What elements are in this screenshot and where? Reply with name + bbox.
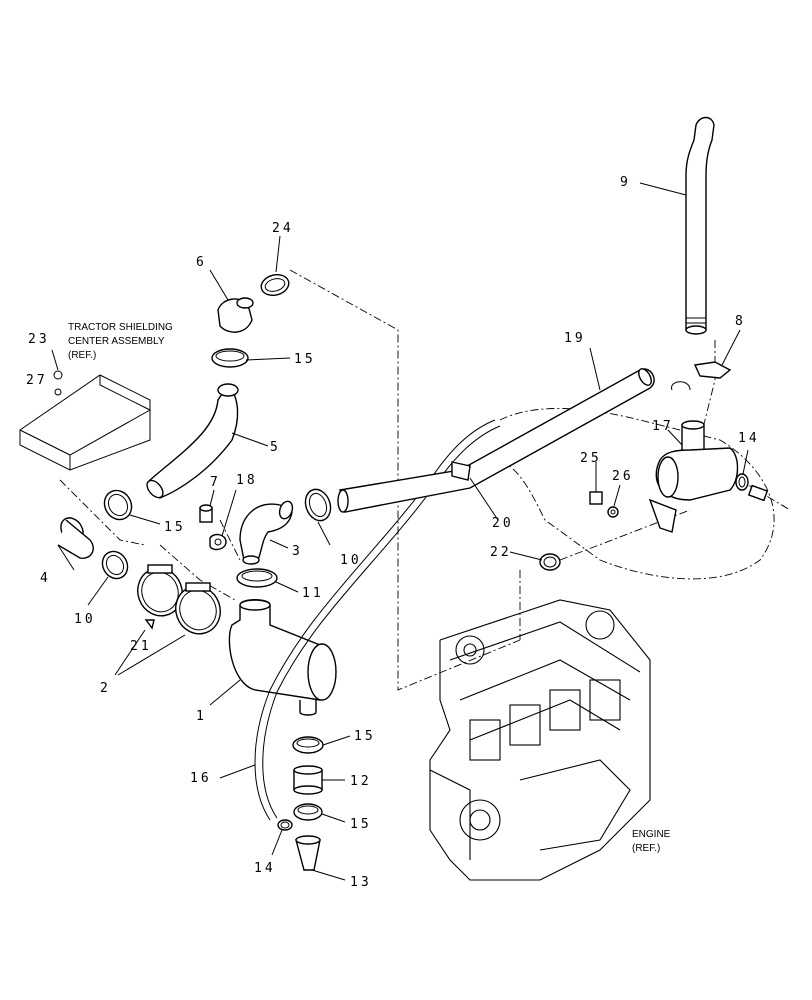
callout-17: 17 bbox=[652, 419, 674, 434]
callout-21: 21 bbox=[130, 639, 152, 654]
callout-26: 26 bbox=[612, 469, 634, 484]
callout-25: 25 bbox=[580, 451, 602, 466]
muffler-part-1 bbox=[228, 599, 337, 716]
sleeve-part-4 bbox=[57, 517, 94, 559]
pipe-part-5 bbox=[146, 383, 239, 499]
clamp-10-right bbox=[304, 488, 332, 522]
engine-line-1: ENGINE bbox=[632, 829, 671, 840]
bracket-part-20 bbox=[451, 461, 471, 481]
clamp-24 bbox=[260, 273, 290, 297]
washer-part-26 bbox=[607, 506, 619, 518]
engine-block bbox=[429, 599, 651, 881]
callout-12: 12 bbox=[350, 774, 372, 789]
callout-24: 24 bbox=[272, 221, 294, 236]
clamp-15-lower-b bbox=[293, 803, 323, 821]
callout-15-lower-b: 15 bbox=[350, 817, 372, 832]
callout-10-right: 10 bbox=[340, 553, 362, 568]
callout-2: 2 bbox=[100, 681, 111, 696]
tractor-shielding-line-2: CENTER ASSEMBLY bbox=[68, 336, 165, 347]
callout-18: 18 bbox=[236, 473, 258, 488]
elbow-part-6 bbox=[217, 297, 254, 333]
bolt-part-25 bbox=[589, 491, 603, 505]
clamp-15-lower-a bbox=[292, 736, 324, 754]
muffler-part-17 bbox=[648, 420, 739, 533]
callout-1: 1 bbox=[196, 709, 207, 724]
callout-11: 11 bbox=[302, 586, 324, 601]
callout-3: 3 bbox=[292, 544, 303, 559]
tractor-shielding-line-3: (REF.) bbox=[68, 350, 96, 361]
callout-14-lower: 14 bbox=[254, 861, 276, 876]
fitting-part-18 bbox=[209, 533, 227, 551]
leader-lines bbox=[51, 182, 749, 881]
band-clamps-part-2 bbox=[137, 564, 221, 635]
tractor-shielding-panel bbox=[19, 370, 151, 471]
callout-27: 27 bbox=[26, 373, 48, 388]
fitting-right bbox=[747, 484, 769, 502]
callout-16: 16 bbox=[190, 771, 212, 786]
engine-line-2: (REF.) bbox=[632, 843, 660, 854]
callout-5: 5 bbox=[270, 440, 281, 455]
callout-7: 7 bbox=[210, 475, 221, 490]
stack-pipe-part-9 bbox=[685, 116, 715, 335]
callout-10-left: 10 bbox=[74, 612, 96, 627]
clamp-11 bbox=[236, 568, 278, 588]
clamp-14-lower bbox=[277, 819, 293, 831]
clamp-15-upper bbox=[211, 348, 249, 368]
callout-15-left: 15 bbox=[164, 520, 186, 535]
tractor-shielding-note: TRACTOR SHIELDING CENTER ASSEMBLY (REF.) bbox=[68, 322, 173, 361]
bracket-part-8 bbox=[671, 361, 732, 391]
callout-15-lower-a: 15 bbox=[354, 729, 376, 744]
callout-19: 19 bbox=[564, 331, 586, 346]
callout-4: 4 bbox=[40, 571, 51, 586]
callout-22: 22 bbox=[490, 545, 512, 560]
tractor-shielding-line-1: TRACTOR SHIELDING bbox=[68, 322, 173, 333]
callout-6: 6 bbox=[196, 255, 207, 270]
pipe-part-19 bbox=[337, 368, 655, 513]
clamp-14-right bbox=[735, 473, 749, 491]
clamp-22 bbox=[539, 553, 561, 571]
callout-9: 9 bbox=[620, 175, 631, 190]
callout-15-upper: 15 bbox=[294, 352, 316, 367]
callout-8: 8 bbox=[735, 314, 746, 329]
callout-14-right: 14 bbox=[738, 431, 760, 446]
tailpipe-part-13 bbox=[295, 835, 321, 871]
callout-23: 23 bbox=[28, 332, 50, 347]
clamp-10-left bbox=[101, 550, 129, 580]
elbow-part-3 bbox=[239, 500, 294, 565]
bolt-part-7 bbox=[199, 504, 213, 523]
hose-part-16 bbox=[254, 419, 501, 821]
clamp-15-left bbox=[103, 489, 133, 521]
callout-20: 20 bbox=[492, 516, 514, 531]
callout-13: 13 bbox=[350, 875, 372, 890]
sleeve-part-12 bbox=[293, 765, 323, 795]
engine-note: ENGINE (REF.) bbox=[632, 829, 671, 854]
callouts: 24 6 15 5 15 4 10 2 21 7 18 3 10 11 1 15… bbox=[26, 175, 760, 890]
